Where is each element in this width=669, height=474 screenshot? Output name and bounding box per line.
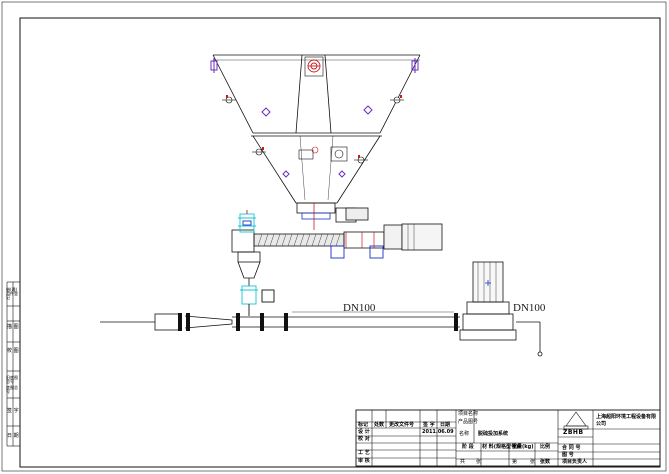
discharge-valve bbox=[296, 202, 369, 230]
tb-role-process: 工 艺 bbox=[358, 450, 370, 456]
tb-company: 上海超阳环境工程设备有限公司 bbox=[596, 414, 657, 427]
tb-right-contract: 合 同 号 bbox=[562, 445, 581, 451]
side-label-3: 旧底图总号 bbox=[6, 375, 18, 384]
storage-hopper bbox=[212, 54, 421, 204]
top-manhole bbox=[307, 59, 321, 73]
pipe-flanges bbox=[178, 313, 458, 331]
tb-sheet-3: 张 bbox=[530, 459, 536, 465]
tb-role-design: 设 计 bbox=[358, 429, 370, 435]
tb-project-label: 项目名称 bbox=[458, 411, 479, 417]
tb-date-value: 2011.06.09 bbox=[422, 429, 454, 435]
tb-sheet-0: 共 bbox=[460, 459, 466, 465]
dosing-inlet bbox=[238, 210, 256, 233]
pipe-label-left: DN100 bbox=[343, 302, 376, 314]
tb-right-manager: 项目负责人 bbox=[562, 459, 588, 465]
tb-right-drawno: 图 号 bbox=[562, 452, 574, 458]
tb-logo-text: ZBHB bbox=[563, 429, 584, 436]
tb-drawing-title: 脱硫投加系统 bbox=[478, 431, 509, 437]
tb-header-0: 标记 bbox=[358, 422, 369, 428]
tb-header-1: 处数 bbox=[374, 422, 385, 428]
tb-sheet-2: 第 bbox=[512, 459, 518, 465]
tb-sheet-label: 张数 bbox=[540, 459, 551, 465]
side-label-6: 日 期 bbox=[7, 433, 19, 439]
tb-col-weight: 重量(kg) bbox=[512, 444, 534, 450]
tb-header-2: 更改文件号 bbox=[389, 422, 415, 428]
pipe-label-right: DN100 bbox=[513, 302, 546, 314]
left-binding-strip bbox=[6, 281, 20, 447]
tb-col-scale: 比例 bbox=[540, 444, 551, 450]
side-label-4: 底图总号 bbox=[6, 385, 18, 394]
main-pipe bbox=[100, 311, 460, 331]
screw-conveyor bbox=[231, 223, 443, 259]
tb-role-check: 校 对 bbox=[358, 436, 370, 442]
company-logo bbox=[563, 411, 589, 430]
title-block-grid bbox=[355, 409, 661, 467]
tb-header-4: 日期 bbox=[440, 422, 451, 428]
hopper-nozzles bbox=[210, 58, 419, 178]
side-label-2: 校 图 bbox=[7, 348, 19, 354]
tb-header-3: 签 字 bbox=[423, 422, 435, 428]
side-label-0: 借(通)用件登记 bbox=[6, 287, 18, 300]
tb-col-material: 材 料(规格型号) bbox=[482, 444, 519, 450]
tb-sheet-1: 张 bbox=[476, 459, 482, 465]
air-hammer-valves bbox=[226, 95, 402, 158]
tb-role-review: 审 核 bbox=[358, 458, 370, 464]
tb-stage-label: 阶 段 bbox=[462, 444, 474, 450]
top-manhole-frame bbox=[304, 56, 324, 77]
tb-name-label: 名称 bbox=[459, 431, 470, 437]
side-label-5: 签 字 bbox=[7, 408, 19, 414]
cyclone-separator bbox=[237, 251, 261, 286]
mid-inspection-ports bbox=[298, 146, 348, 162]
side-label-1: 描 图 bbox=[7, 324, 19, 330]
inner-frame bbox=[19, 17, 661, 468]
mixing-valve bbox=[240, 285, 275, 316]
tb-project-code-label: 产品图号 bbox=[458, 419, 479, 425]
blower-detail bbox=[485, 280, 491, 286]
air-hammers bbox=[222, 96, 404, 164]
